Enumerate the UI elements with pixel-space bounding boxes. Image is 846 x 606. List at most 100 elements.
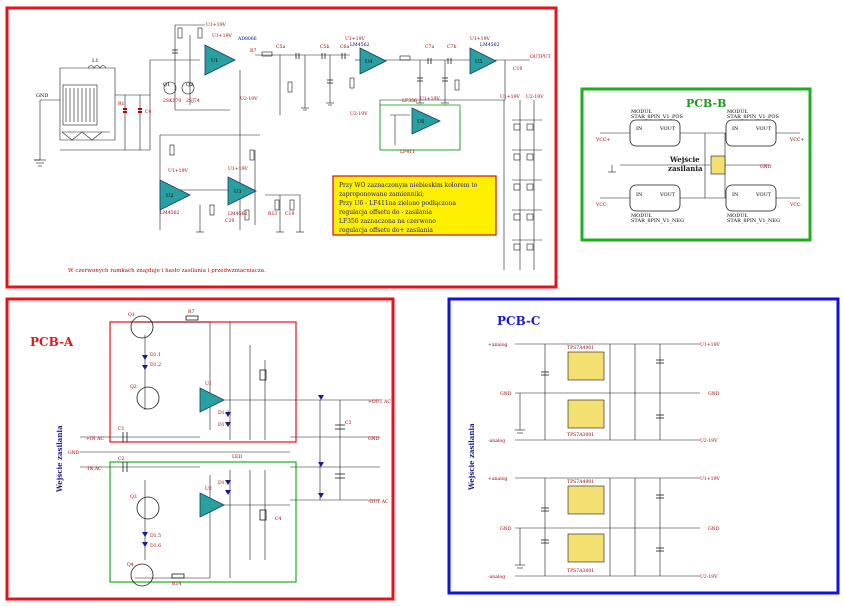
svg-text:C5a: C5a — [276, 44, 285, 50]
svg-text:VOUT: VOUT — [755, 192, 772, 198]
pcb-c-caps — [541, 359, 664, 552]
pcb-a-io-labels: +IN AC GND -IN AC +OUT AC GND -OUT AC Q1… — [68, 309, 391, 587]
opamp-u5: U5 — [469, 47, 497, 75]
opamp-u2: U2 — [159, 179, 191, 211]
top-footer-note: W czerwonych ramkach znajduje i hasło za… — [68, 268, 266, 274]
svg-text:Przy WO zaznaczonym niebieskim: Przy WO zaznaczonym niebieskim kolorem t… — [339, 182, 479, 234]
svg-text:STAR_8PIN_V1_NEG: STAR_8PIN_V1_NEG — [631, 218, 684, 224]
pcb-a-side-label: Wejście zasilania — [55, 425, 64, 493]
pcb-a-diodes — [142, 355, 324, 547]
svg-text:+OUT AC: +OUT AC — [368, 399, 391, 405]
pcb-b-panel: PCB-B IN VOUT IN VOUT IN VOUT IN VOUT MO… — [580, 87, 812, 242]
svg-text:C4: C4 — [145, 109, 152, 115]
svg-text:2SJ74: 2SJ74 — [186, 98, 200, 104]
l1-label: L1 — [92, 58, 99, 64]
pcb-c-title: PCB-C — [497, 314, 540, 328]
svg-text:R13: R13 — [268, 211, 277, 217]
svg-text:C7b: C7b — [447, 44, 456, 50]
svg-text:R7: R7 — [250, 48, 256, 54]
q1-label: Q1 — [163, 82, 170, 88]
svg-text:LED: LED — [232, 454, 242, 460]
svg-text:2SK170: 2SK170 — [163, 98, 181, 104]
pcb-c-chip-labels: TPS7A4901 TPS7A3001 TPS7A4901 TPS7A3001 — [567, 345, 594, 574]
svg-text:LM4562: LM4562 — [350, 42, 370, 48]
svg-text:GND: GND — [368, 436, 380, 442]
gnd-label: GND — [36, 93, 48, 99]
svg-text:GND: GND — [708, 391, 720, 397]
opamp-u6: U6 — [379, 104, 461, 151]
svg-text:U1+19V: U1+19V — [345, 36, 365, 42]
svg-text:MODUŁ: MODUŁ — [727, 213, 748, 219]
pcb-b-module-labels: IN VOUT IN VOUT IN VOUT IN VOUT MODUŁ ST… — [631, 109, 780, 224]
svg-text:-OUT AC: -OUT AC — [368, 499, 389, 505]
svg-text:C20: C20 — [225, 218, 234, 224]
input-caps — [123, 108, 142, 113]
svg-text:C3: C3 — [345, 420, 352, 426]
opamp-u4: U4 — [359, 47, 387, 75]
svg-text:-IN AC: -IN AC — [86, 466, 102, 472]
svg-text:LM4562: LM4562 — [160, 210, 180, 216]
svg-text:LM4562: LM4562 — [480, 42, 500, 48]
note-line-3: Przy U6 - LF411na zielono podłączona — [339, 200, 456, 207]
opamp-u1: U1 — [204, 44, 236, 76]
q2-label: Q2 — [186, 82, 193, 88]
svg-text:MODUŁ: MODUŁ — [631, 213, 652, 219]
opamp-u3: U3 — [227, 176, 257, 206]
svg-text:D1.6: D1.6 — [150, 543, 161, 549]
svg-text:-analog: -analog — [488, 438, 505, 444]
capacitors-top — [172, 49, 452, 84]
svg-text:+IN AC: +IN AC — [86, 436, 104, 442]
svg-text:VCC+: VCC+ — [595, 137, 610, 143]
u5-label: U5 — [475, 59, 482, 65]
pcb-c-wiring — [515, 343, 700, 577]
svg-text:TPS7A4901: TPS7A4901 — [567, 479, 594, 485]
rail-caps-right — [503, 100, 542, 270]
svg-text:C10: C10 — [513, 66, 522, 72]
svg-text:U2-19V: U2-19V — [526, 94, 544, 100]
svg-text:TPS7A4901: TPS7A4901 — [567, 345, 594, 351]
svg-text:C5b: C5b — [320, 44, 329, 50]
u1-label: U1 — [211, 58, 218, 64]
resistors-top — [169, 27, 460, 221]
svg-text:Q2: Q2 — [130, 384, 137, 390]
svg-text:LF356: LF356 — [402, 98, 417, 104]
input-section — [34, 65, 150, 167]
svg-text:TPS7A3001: TPS7A3001 — [567, 568, 594, 574]
svg-text:U1+19V: U1+19V — [700, 476, 720, 482]
svg-text:C7a: C7a — [425, 44, 434, 50]
svg-text:U2-19V: U2-19V — [240, 96, 258, 102]
pcb-a-frame — [5, 297, 395, 601]
svg-text:VOUT: VOUT — [659, 192, 676, 198]
u3-label: U3 — [234, 189, 241, 195]
pcb-b-modules — [629, 119, 777, 212]
svg-text:MODUŁ: MODUŁ — [727, 109, 748, 115]
transistors-q1-q2 — [163, 81, 195, 95]
svg-text:VCC+: VCC+ — [789, 137, 804, 143]
note-box: Przy WO zaznaczonym niebieskim kolorem t… — [332, 175, 497, 236]
svg-text:U1+19V: U1+19V — [500, 94, 520, 100]
svg-text:R1: R1 — [118, 101, 124, 107]
u4-label: U4 — [365, 59, 372, 65]
svg-text:IN: IN — [732, 126, 739, 132]
svg-text:U1: U1 — [205, 381, 212, 387]
svg-text:U1+19V: U1+19V — [420, 96, 440, 102]
svg-text:-analog: -analog — [488, 574, 505, 580]
svg-text:GND: GND — [708, 526, 720, 532]
note-line-6: regulacja offsetu do+ zasilania — [339, 227, 433, 234]
svg-text:GND: GND — [500, 391, 512, 397]
pcb-a-title: PCB-A — [30, 335, 74, 349]
pcb-c-frame — [447, 297, 840, 595]
output-label: OUTPUT — [530, 54, 552, 60]
pcb-c-side-label: Wejście zasilania — [467, 423, 476, 491]
pcb-a-upper-region — [109, 321, 297, 443]
svg-text:U1+19V: U1+19V — [212, 33, 232, 39]
pcb-a-caps — [122, 315, 345, 579]
pcb-c-io-labels: +analog GND -analog +analog GND -analog … — [488, 342, 720, 580]
svg-text:U2-19V: U2-19V — [700, 574, 718, 580]
svg-text:IN: IN — [636, 126, 643, 132]
pcb-b-input-label-1: Wejście — [669, 155, 700, 164]
svg-text:+analog: +analog — [488, 342, 508, 348]
svg-text:U1+19V: U1+19V — [700, 342, 720, 348]
svg-text:Q4: Q4 — [127, 562, 134, 568]
